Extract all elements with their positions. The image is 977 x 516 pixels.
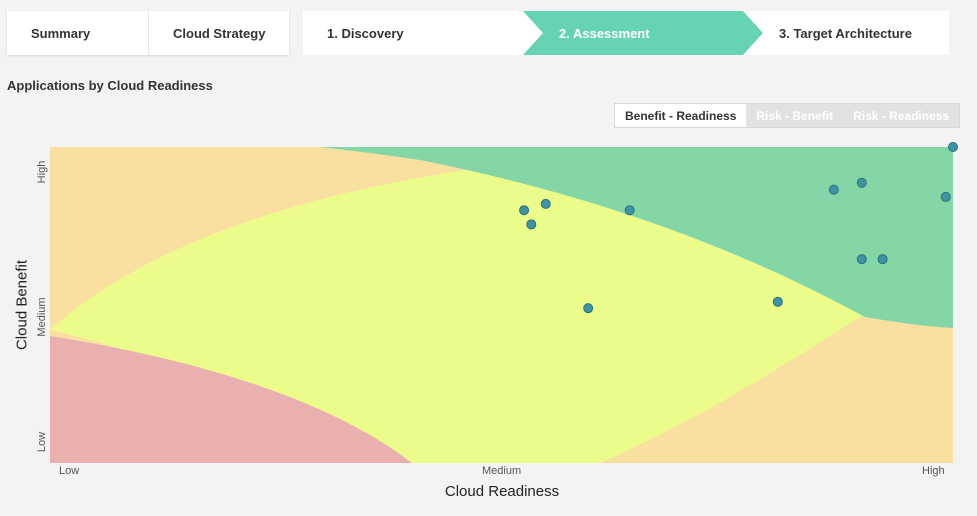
step-target-architecture[interactable]: 3. Target Architecture	[779, 25, 912, 41]
y-tick-high-label: High	[36, 160, 48, 184]
step-shape-assessment	[523, 11, 763, 55]
data-point-5[interactable]	[772, 296, 783, 307]
zone-green	[320, 147, 953, 328]
data-point-0[interactable]	[519, 205, 530, 216]
view-toggle: Benefit - Readiness Risk - Benefit Risk …	[614, 103, 961, 128]
chart-zones	[50, 147, 953, 463]
data-point-8[interactable]	[856, 254, 867, 265]
y-tick-medium-label: Medium	[36, 297, 48, 337]
x-tick-high: High	[922, 465, 945, 477]
data-point-7[interactable]	[856, 177, 867, 188]
data-point-4[interactable]	[583, 303, 594, 314]
y-axis-title: Cloud Benefit	[14, 260, 31, 350]
y-tick-high: High	[36, 161, 48, 184]
toggle-risk-readiness[interactable]: Risk - Readiness	[853, 108, 950, 123]
y-tick-low: Low	[36, 432, 48, 452]
x-axis-title: Cloud Readiness	[444, 483, 560, 500]
top-tabs: Summary Cloud Strategy	[7, 11, 289, 55]
data-point-1[interactable]	[540, 198, 551, 209]
y-tick-low-label: Low	[36, 431, 48, 453]
section-title: Applications by Cloud Readiness	[7, 78, 213, 93]
data-point-9[interactable]	[877, 254, 888, 265]
zone-red	[50, 336, 412, 463]
data-points	[519, 142, 958, 314]
tab-summary[interactable]: Summary	[7, 11, 149, 55]
data-point-10[interactable]	[940, 191, 951, 202]
toggle-risk-benefit[interactable]: Risk - Benefit	[756, 108, 834, 123]
y-tick-medium: Medium	[36, 297, 48, 336]
step-shape-target-architecture	[743, 11, 949, 55]
step-assessment[interactable]: 2. Assessment	[559, 25, 650, 41]
toggle-benefit-readiness[interactable]: Benefit - Readiness	[615, 104, 747, 127]
data-point-6[interactable]	[828, 184, 839, 195]
tab-cloud-strategy[interactable]: Cloud Strategy	[173, 25, 266, 41]
x-tick-low: Low	[59, 465, 80, 477]
data-point-3[interactable]	[624, 205, 635, 216]
step-discovery[interactable]: 1. Discovery	[327, 25, 404, 41]
data-point-11[interactable]	[948, 142, 958, 152]
steps-background	[303, 11, 949, 55]
step-shape-discovery	[303, 11, 543, 55]
y-axis-title-label: Cloud Benefit	[13, 259, 31, 351]
x-tick-medium: Medium	[482, 465, 522, 477]
data-point-2[interactable]	[526, 219, 537, 230]
progress-steps: 1. Discovery 2. Assessment 3. Target Arc…	[303, 11, 949, 55]
